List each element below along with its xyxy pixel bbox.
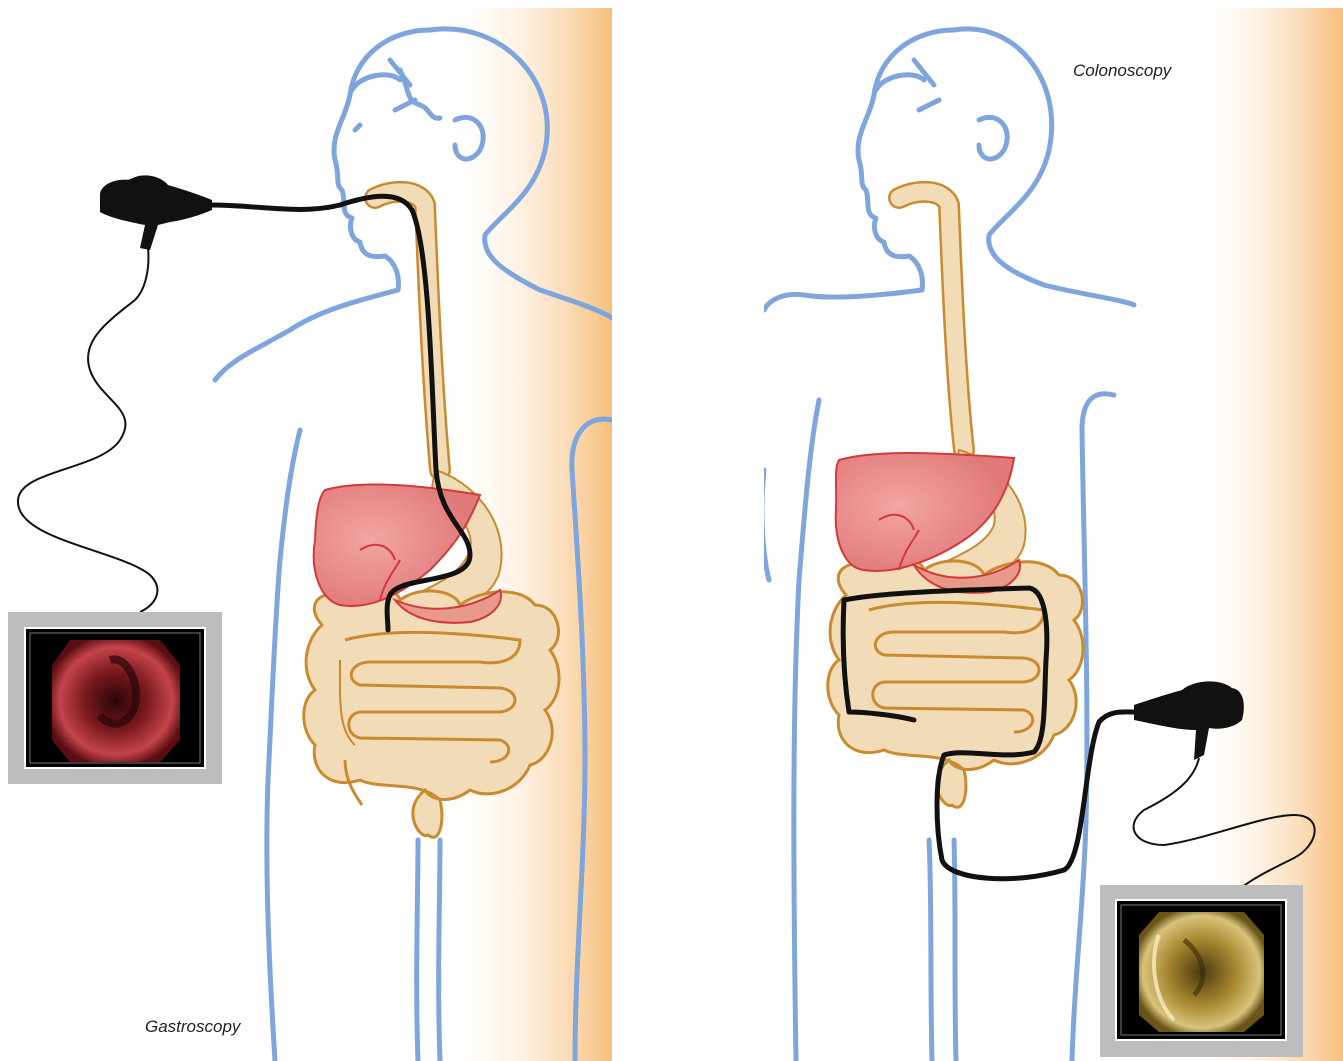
monitor-cable [18, 248, 157, 612]
monitor-icon [8, 612, 222, 784]
gastroscopy-caption: Gastroscopy [145, 1017, 240, 1037]
endoscope-handpiece-icon [100, 175, 212, 250]
colonoscopy-panel: Colonoscopy [764, 0, 1343, 1061]
monitor-icon [1100, 885, 1303, 1057]
gastroscopy-panel: Gastroscopy [0, 0, 612, 1061]
gastroscopy-illustration [0, 0, 612, 1061]
colonoscopy-illustration [764, 0, 1343, 1061]
colonoscopy-caption: Colonoscopy [1073, 61, 1171, 81]
